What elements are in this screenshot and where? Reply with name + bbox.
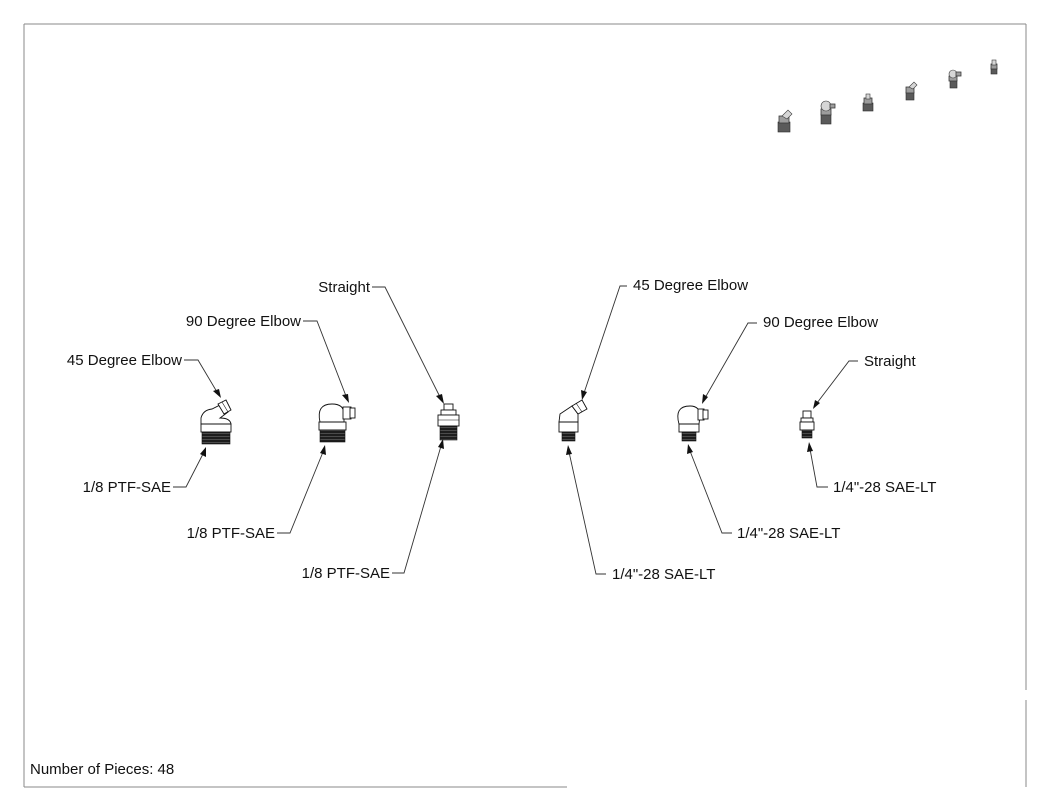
number-of-pieces-label: Number of Pieces: 48 [30,761,175,778]
callout-straight-right: Straight [864,353,917,370]
callout-45-elbow-right: 45 Degree Elbow [633,277,748,294]
iso-straight-small-fitting [990,59,998,75]
callout-90-elbow-right: 90 Degree Elbow [763,314,878,331]
callout-90-elbow-left: 90 Degree Elbow [186,313,301,330]
fitting-straight-ptf [437,403,460,441]
callout-thread-ptf-1: 1/8 PTF-SAE [83,479,171,496]
drawing-frame [23,23,1027,788]
iso-90-elbow-fitting [820,100,836,125]
callout-thread-sae-1: 1/4"-28 SAE-LT [612,566,715,583]
thread-leader-lines [173,439,828,575]
type-leader-lines [184,285,858,409]
callout-straight-left: Straight [318,279,371,296]
callout-thread-ptf-2: 1/8 PTF-SAE [187,525,275,542]
type-callouts: 45 Degree Elbow 90 Degree Elbow Straight… [67,277,917,370]
isometric-preview [777,59,998,133]
callout-thread-sae-3: 1/4"-28 SAE-LT [833,479,936,496]
thread-callouts: 1/8 PTF-SAE 1/8 PTF-SAE 1/8 PTF-SAE 1/4"… [83,479,937,583]
callout-thread-ptf-3: 1/8 PTF-SAE [302,565,390,582]
iso-90-elbow-small-fitting [948,69,962,89]
fitting-45-elbow-ptf [200,399,232,445]
iso-straight-fitting [862,93,874,112]
callout-45-elbow-left: 45 Degree Elbow [67,352,182,369]
iso-45-elbow-small-fitting [905,81,918,101]
fitting-45-elbow-sae [558,399,588,442]
fitting-straight-sae [799,410,815,439]
fitting-90-elbow-ptf [318,403,356,443]
callout-thread-sae-2: 1/4"-28 SAE-LT [737,525,840,542]
fitting-90-elbow-sae [677,405,709,442]
iso-45-elbow-fitting [777,109,793,133]
